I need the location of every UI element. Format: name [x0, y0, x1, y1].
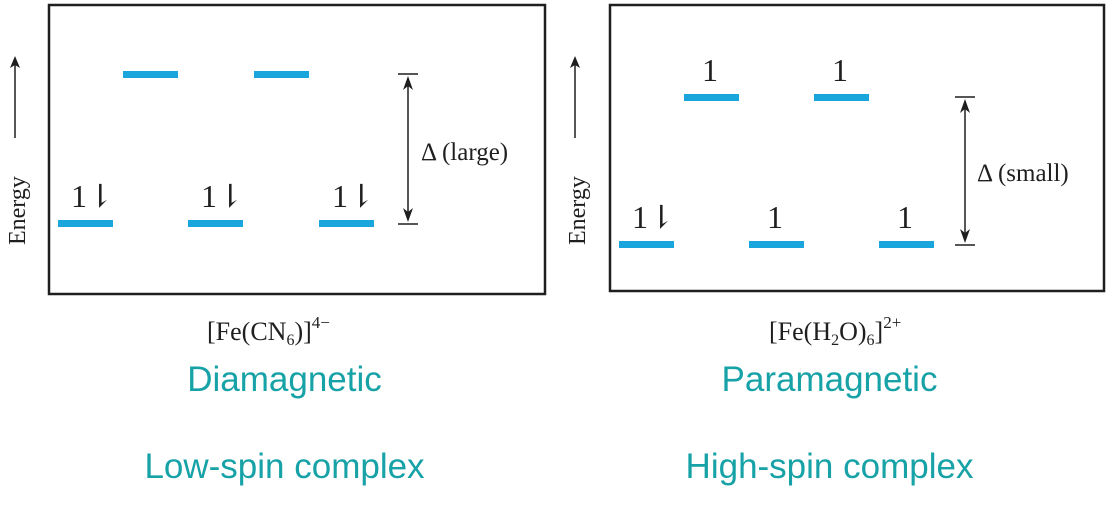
- energy-axis-label: Energy: [5, 176, 31, 245]
- eg-level: [254, 71, 309, 78]
- electron-up: 1: [767, 199, 783, 235]
- eg-level: [123, 71, 178, 78]
- t2g-level: [58, 220, 113, 227]
- t2g-level: [749, 241, 804, 248]
- eg-level: [814, 94, 869, 101]
- electron-pair: 1⇂: [201, 178, 244, 214]
- magnetism-label: Diamagnetic: [187, 360, 382, 399]
- splitting-diagram-left: Energy 1⇂ 1⇂ 1⇂ Δ (large): [5, 3, 547, 296]
- low-spin-panel: Energy 1⇂ 1⇂ 1⇂ Δ (large) [Fe(CN6)]4− Di…: [5, 3, 547, 484]
- energy-axis-label: Energy: [565, 176, 591, 245]
- diagram-frame: [47, 3, 547, 296]
- magnetism-label: Paramagnetic: [721, 360, 938, 399]
- delta-label: Δ (large): [421, 139, 508, 166]
- energy-arrow-head: [10, 56, 20, 68]
- t2g-level: [619, 241, 674, 248]
- electron-up: 1: [897, 199, 913, 235]
- electron-pair: 1⇂: [71, 178, 114, 214]
- t2g-level: [879, 241, 934, 248]
- delta-arrow-head-down: [960, 229, 970, 243]
- diagram-frame: [608, 3, 1106, 293]
- delta-arrow-head-up: [403, 76, 413, 90]
- t2g-level: [319, 220, 374, 227]
- delta-label: Δ (small): [977, 160, 1069, 187]
- energy-arrow-head: [570, 56, 580, 68]
- spin-state-label: Low-spin complex: [144, 447, 425, 486]
- electron-up: 1: [832, 52, 848, 88]
- electron-up: 1: [702, 52, 718, 88]
- delta-arrow-head-up: [960, 99, 970, 113]
- eg-level: [684, 94, 739, 101]
- electron-pair: 1⇂: [632, 199, 675, 235]
- electron-pair: 1⇂: [332, 178, 375, 214]
- delta-arrow-head-down: [403, 208, 413, 222]
- splitting-diagram-right: Energy 1 1 1⇂ 1 1 Δ (small): [565, 3, 1106, 293]
- complex-formula: [Fe(CN6)]4−: [207, 313, 330, 349]
- complex-formula: [Fe(H2O)6]2+: [769, 313, 902, 349]
- spin-state-label: High-spin complex: [685, 447, 974, 486]
- t2g-level: [188, 220, 243, 227]
- high-spin-panel: Energy 1 1 1⇂ 1 1 Δ (small) [Fe(H2O)6]2+…: [555, 0, 1109, 510]
